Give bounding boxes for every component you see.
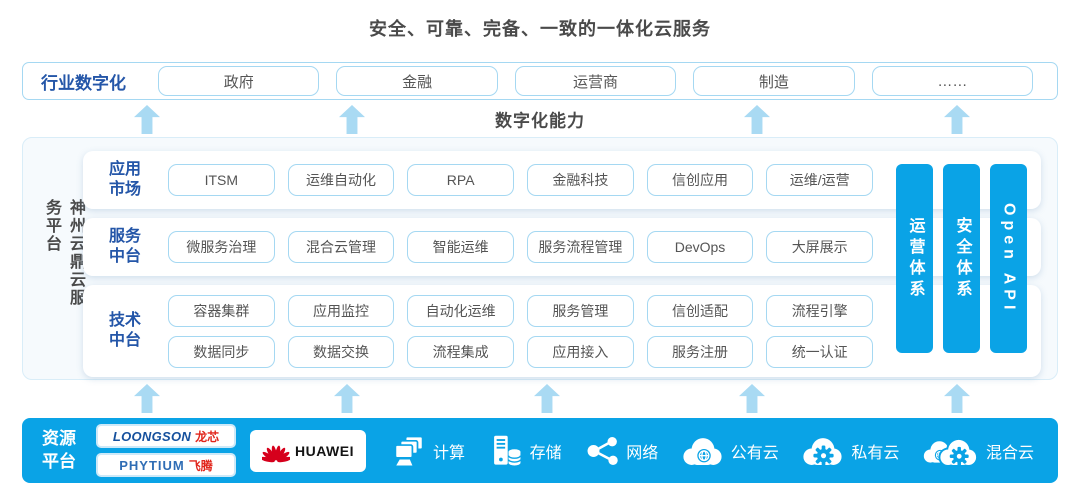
- up-arrow-icon: [944, 384, 970, 413]
- platform-row-app-market: 应用市场 ITSM 运维自动化 RPA 金融科技 信创应用 运维/运营: [83, 151, 1041, 209]
- up-arrow-icon: [944, 105, 970, 134]
- platform-item: 信创应用: [646, 164, 754, 196]
- platform-item: 服务管理: [527, 294, 634, 327]
- network-icon: [587, 436, 618, 465]
- platform-item: 容器集群: [168, 294, 275, 327]
- industry-items: 政府 金融 运营商 制造 ……: [158, 66, 1034, 96]
- resource-item-label: 混合云: [985, 444, 1034, 462]
- resource-item-storage: 存储: [489, 434, 562, 468]
- platform-item: 混合云管理: [287, 231, 395, 263]
- platform-item: 流程引擎: [766, 294, 874, 327]
- huawei-flower-icon: [262, 445, 290, 462]
- industry-row-label: 行业数字化: [41, 73, 126, 93]
- row-label-service-middle: 服务中台: [109, 228, 142, 265]
- platform-item: RPA: [407, 164, 515, 196]
- up-arrow-icon: [334, 384, 360, 413]
- digital-capability-label: 数字化能力: [495, 111, 585, 131]
- loongson-logo: LOONGSON 龙芯: [96, 424, 236, 448]
- pillar-open-api: Open API: [990, 164, 1027, 353]
- public-cloud-icon: [683, 438, 722, 465]
- platform-item: DevOps: [646, 231, 754, 263]
- industry-item-finance: 金融: [336, 66, 498, 96]
- page-title: 安全、可靠、完备、一致的一体化云服务: [369, 19, 711, 39]
- up-arrow-icon: [339, 105, 365, 134]
- industry-item-more: ……: [871, 66, 1034, 96]
- phytium-logo-text: PHYTIUM: [119, 457, 185, 473]
- resource-item-label: 公有云: [730, 444, 779, 462]
- resource-item-label: 网络: [626, 444, 659, 462]
- hybrid-cloud-icon: [923, 437, 979, 467]
- resource-items: 计算: [392, 433, 1034, 468]
- platform-item: 运维/运营: [766, 164, 874, 196]
- resource-item-public-cloud: 公有云: [682, 434, 779, 467]
- huawei-logo-text: HUAWEI: [295, 442, 354, 459]
- platform-item: 微服务治理: [168, 231, 275, 263]
- resource-item-private-cloud: 私有云: [802, 434, 899, 467]
- loongson-logo-cn: 龙芯: [195, 429, 220, 444]
- up-arrow-icon: [534, 384, 560, 413]
- resource-platform-band: 资源平台 LOONGSON 龙芯 PHYTIUM 飞腾: [22, 418, 1058, 483]
- huawei-logo: HUAWEI: [250, 429, 366, 472]
- platform-item: 流程集成: [407, 335, 515, 368]
- platform-item: 数据交换: [287, 335, 395, 368]
- platform-pillars: 运营体系 安全体系 Open API: [896, 164, 1027, 353]
- platform-item: 金融科技: [527, 164, 634, 196]
- resource-item-label: 计算: [433, 444, 466, 462]
- pillar-operations-system: 运营体系: [896, 164, 933, 353]
- up-arrow-icon: [134, 105, 160, 134]
- resource-arrow-row: [22, 383, 1058, 415]
- resource-item-network: 网络: [585, 435, 658, 467]
- row-label-tech-middle: 技术中台: [109, 312, 142, 349]
- private-cloud-icon: [803, 438, 842, 466]
- platform-item: 智能运维: [407, 231, 515, 263]
- industry-item-manufacturing: 制造: [693, 66, 855, 96]
- vendor-logos: LOONGSON 龙芯 PHYTIUM 飞腾: [96, 424, 236, 477]
- platform-item: 应用接入: [527, 335, 634, 368]
- platform-item: ITSM: [168, 164, 275, 196]
- platform-item: 服务注册: [646, 335, 754, 368]
- loongson-logo-text: LOONGSON: [112, 428, 192, 444]
- platform-row-service-middle: 服务中台 微服务治理 混合云管理 智能运维 服务流程管理 DevOps 大屏展示: [83, 218, 1041, 276]
- platform-item: 数据同步: [168, 335, 275, 368]
- platform-item: 自动化运维: [407, 294, 515, 327]
- up-arrow-icon: [744, 105, 770, 134]
- platform-item: 统一认证: [766, 335, 874, 368]
- up-arrow-icon: [134, 384, 160, 413]
- platform-item: 大屏展示: [766, 231, 874, 263]
- pillar-security-system: 安全体系: [943, 164, 980, 353]
- resource-item-hybrid-cloud: 混合云: [923, 433, 1034, 468]
- row-label-app-market: 应用市场: [109, 161, 142, 198]
- platform-row-tech-middle: 技术中台 容器集群 应用监控 自动化运维 服务管理 信创适配 流程引擎 数据同步…: [83, 285, 1041, 377]
- platform-side-label: 神州云鼎云服务平台: [43, 198, 84, 307]
- platform-item: 应用监控: [287, 294, 395, 327]
- digital-capability-row: 数字化能力: [22, 102, 1058, 136]
- platform-item: 运维自动化: [287, 164, 395, 196]
- resource-item-label: 私有云: [851, 444, 900, 462]
- resource-item-compute: 计算: [392, 434, 465, 468]
- resource-item-label: 存储: [529, 444, 562, 462]
- platform-item: 信创适配: [646, 294, 754, 327]
- industry-item-operator: 运营商: [514, 66, 677, 96]
- up-arrow-icon: [739, 384, 765, 413]
- industry-item-government: 政府: [158, 66, 320, 96]
- storage-icon: [493, 435, 521, 465]
- phytium-logo-cn: 飞腾: [188, 458, 213, 473]
- platform-panel: 神州云鼎云服务平台 应用市场 ITSM 运维自动化 RPA 金融科技 信创应用 …: [22, 137, 1058, 380]
- industry-row: 行业数字化 政府 金融 运营商 制造 ……: [22, 62, 1058, 100]
- phytium-logo: PHYTIUM 飞腾: [96, 453, 236, 477]
- platform-item: 服务流程管理: [527, 231, 634, 263]
- compute-icon: [394, 435, 424, 465]
- resource-platform-label: 资源平台: [42, 429, 76, 471]
